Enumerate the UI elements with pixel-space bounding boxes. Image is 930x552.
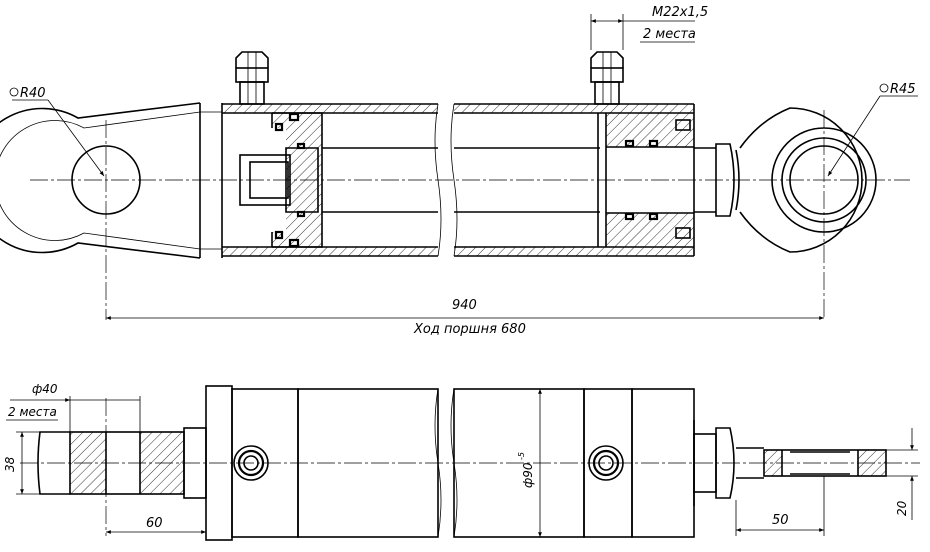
- body-diameter-dimension: ф90 -5: [517, 389, 542, 537]
- pin-diameter-callout: ф40 2 места: [6, 382, 141, 432]
- rod-eye-length-dimension: 50: [735, 476, 825, 536]
- bore-width-dimension: 38: [3, 431, 40, 495]
- clevis-lug-section: [37, 398, 207, 536]
- rod-end-plan: [693, 427, 887, 499]
- radius-right-label: R45: [890, 82, 916, 97]
- radius-right-callout: R45: [827, 82, 918, 177]
- right-rod-eye: [739, 107, 877, 320]
- radius-left-label: R40: [20, 86, 46, 101]
- left-clevis-eye: [0, 102, 223, 320]
- piston-rod: [322, 143, 740, 217]
- right-port-boss: [588, 445, 624, 481]
- body-diameter-label: ф90: [521, 462, 535, 488]
- thread-callout: M22x1,5 2 места: [590, 5, 708, 50]
- right-port-fitting: [590, 51, 624, 105]
- thread-count-label: 2 места: [643, 27, 696, 42]
- bottom-plan-view: ф40 2 места 38 60 ф90 -5 50: [3, 382, 920, 541]
- lug-length-dimension: 60: [106, 498, 207, 540]
- pin-count-label: 2 места: [8, 405, 57, 419]
- left-port-boss: [233, 445, 269, 481]
- radius-left-callout: R40: [9, 86, 105, 177]
- lug-length-label: 60: [146, 516, 163, 531]
- cylinder-tube: [222, 103, 695, 257]
- rod-eye-length-label: 50: [772, 513, 789, 528]
- thread-label: M22x1,5: [652, 5, 708, 20]
- pin-diameter-label: ф40: [32, 382, 58, 396]
- left-port-fitting: [235, 51, 269, 105]
- overall-length-label: 940: [452, 298, 477, 313]
- rod-gland: [597, 113, 694, 247]
- bore-width-label: 38: [3, 456, 17, 472]
- stroke-label: Ход поршня 680: [413, 322, 526, 337]
- rod-eye-width-label: 20: [895, 500, 909, 516]
- overall-length-dimension: 940 Ход поршня 680: [106, 298, 824, 337]
- top-section-view: R40 R45 M22x1,5 2 места 940 Ход поршня 6…: [0, 5, 918, 337]
- body-tolerance-label: -5: [517, 452, 526, 460]
- piston: [239, 112, 323, 248]
- rod-eye-width-dimension: 20: [886, 428, 918, 520]
